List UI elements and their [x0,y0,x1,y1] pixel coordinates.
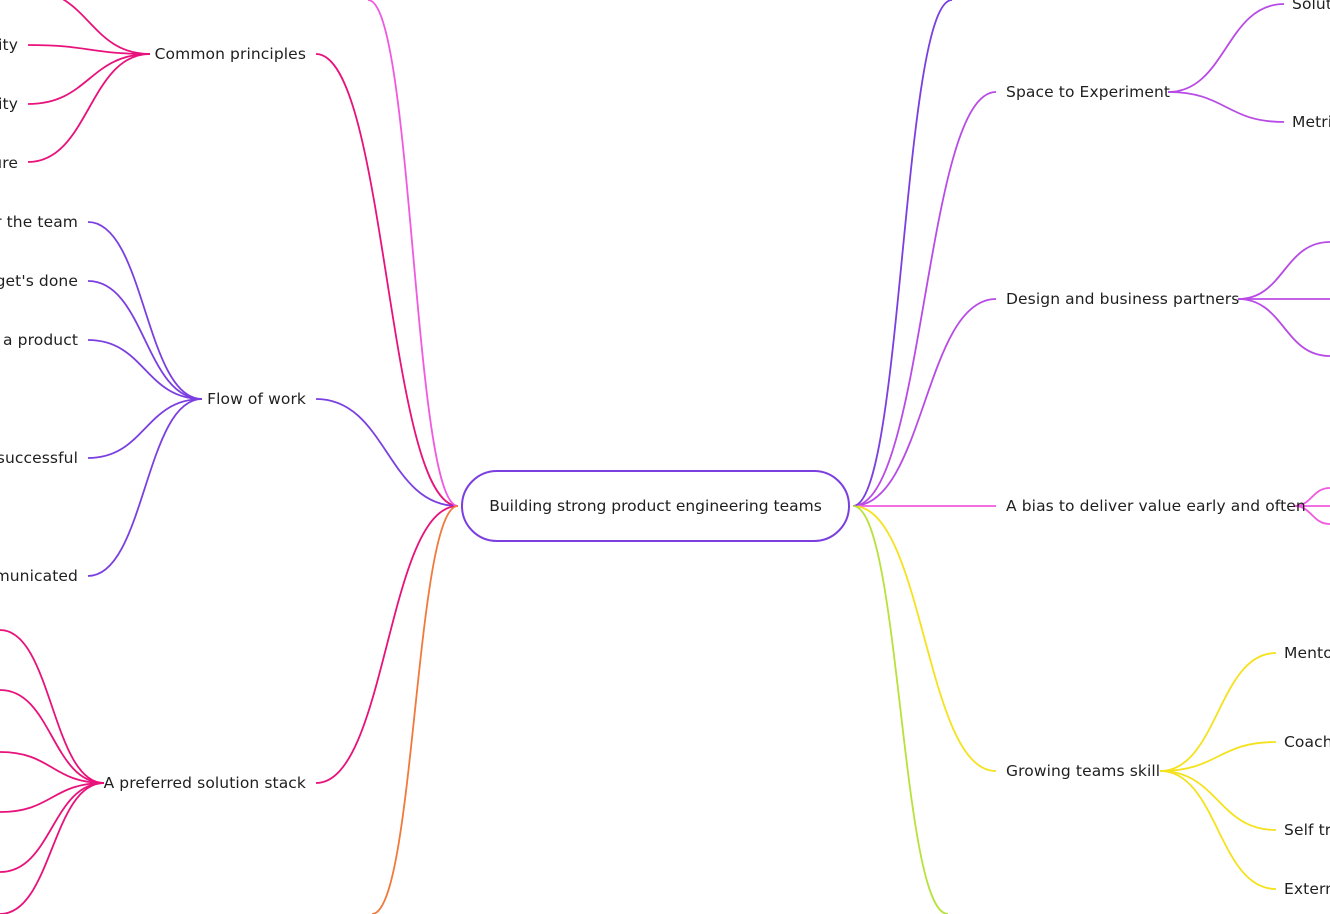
connector-offscreen-bottom-left [371,505,459,914]
connector-offscreen-bottom-right [852,505,949,914]
child-node[interactable]: Coach [1284,733,1330,751]
connector-line [87,280,203,400]
connector-line [0,782,105,873]
connector-offscreen-top-right [852,0,953,507]
connector-line [0,751,105,784]
connector-line [1237,298,1330,357]
branch-common-principles[interactable]: Common principles [154,45,306,63]
connector-line [62,0,151,55]
child-node[interactable]: Solut [1292,0,1330,13]
child-node[interactable]: r the team [0,213,78,231]
branch-design-and-business-partners[interactable]: Design and business partners [1006,290,1240,308]
child-node[interactable]: ure [0,154,18,172]
central-node-label: Building strong product engineering team… [489,497,822,515]
connector-line [87,398,203,577]
connector-line [87,339,203,400]
child-node[interactable]: successful [0,449,78,467]
connector-line [1159,770,1277,890]
connector-space-to-experiment [852,91,997,507]
connector-line [1237,241,1330,300]
connector-line [0,629,105,784]
connector-line [27,53,151,163]
connector-line [1167,91,1285,123]
connector-line [1167,3,1285,93]
connector-line [87,398,203,459]
child-node[interactable]: Extern [1284,880,1330,898]
connector-growing-teams-skill [852,505,997,772]
child-node[interactable]: ity [0,95,18,113]
connector-line [1159,741,1277,772]
connector-line [87,221,203,400]
child-node[interactable]: municated [0,567,78,585]
branch-space-to-experiment[interactable]: Space to Experiment [1006,83,1171,101]
connector-design-business-partners [852,298,997,507]
connector-line [0,782,105,914]
child-node[interactable]: Self tr [1284,821,1330,839]
branch-growing-teams-skill[interactable]: Growing teams skill [1006,762,1161,780]
child-node[interactable]: f a product [0,331,78,349]
connector-line [1159,770,1277,831]
connector-line [27,53,151,105]
connector-line [1159,652,1277,772]
connector-line [1293,505,1330,525]
connector-line [0,782,105,813]
branch-preferred-solution-stack[interactable]: A preferred solution stack [103,774,306,792]
connector-offscreen-top-left [367,0,459,507]
branch-flow-of-work[interactable]: Flow of work [207,390,306,408]
connector-flow-of-work [315,398,459,507]
child-node[interactable]: Mento [1284,644,1330,662]
child-node[interactable]: get's done [0,272,78,290]
child-node[interactable]: ity [0,36,18,54]
central-node[interactable]: Building strong product engineering team… [461,470,850,542]
child-node[interactable]: Metri [1292,113,1330,131]
connector-line [27,44,151,55]
connector-preferred-solution-stack [315,505,459,784]
branch-bias-to-deliver-value[interactable]: A bias to deliver value early and often [1006,497,1306,515]
connector-line [0,689,105,784]
connector-common-principles [315,53,459,507]
